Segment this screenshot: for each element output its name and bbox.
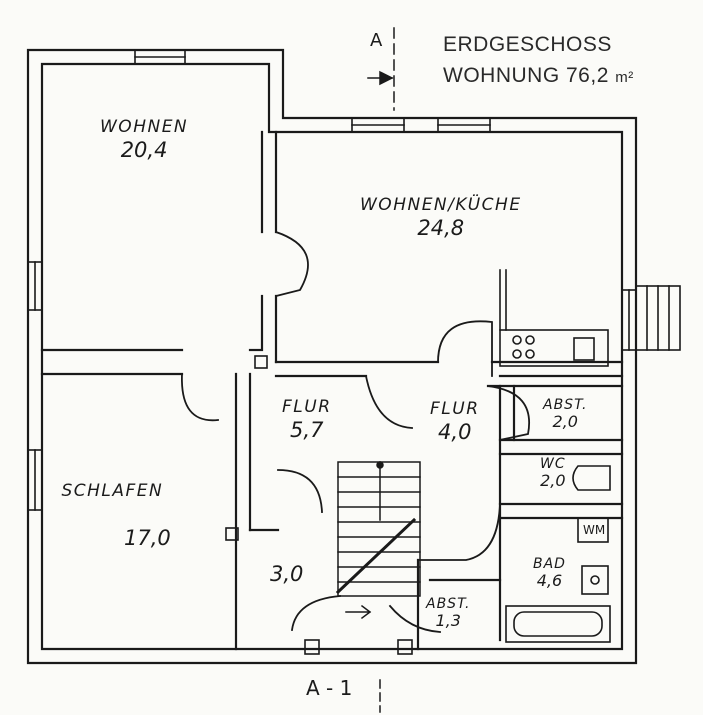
- room-flur-1: FLUR 5,7: [282, 397, 332, 442]
- room-area: 20,4: [120, 137, 168, 162]
- room-wohnen: WOHNEN 20,4: [100, 117, 189, 162]
- outer-walls: [26, 48, 638, 665]
- section-marker-top: A: [370, 30, 383, 51]
- room-area: 2,0: [552, 412, 578, 432]
- interior-walls: [40, 130, 624, 651]
- columns: [225, 355, 413, 655]
- room-area: 24,8: [417, 215, 465, 240]
- floor-title: ERDGESCHOSS: [443, 33, 612, 56]
- staircase: [335, 461, 421, 620]
- washer-label: WM: [583, 523, 606, 537]
- doors: [181, 230, 530, 633]
- room-abstellraum-1: ABST. 2,0: [543, 397, 587, 431]
- room-bad: BAD 4,6: [533, 556, 566, 590]
- room-area: 4,6: [536, 571, 563, 591]
- room-name: ABST.: [543, 397, 588, 413]
- room-wohnen-kueche: WOHNEN/KÜCHE 24,8: [360, 195, 522, 240]
- room-name: SCHLAFEN: [61, 481, 164, 501]
- room-name: FLUR: [430, 399, 480, 419]
- unit-label: WOHNUNG: [443, 64, 560, 87]
- kitchen-counter: [499, 269, 609, 367]
- room-area: 2,0: [540, 471, 566, 491]
- room-abstellraum-2: ABST. 1,3: [426, 596, 470, 630]
- unit-area-line: WOHNUNG 76,2 m²: [443, 64, 634, 88]
- room-small-3-0: 3,0: [270, 562, 303, 586]
- room-area: 5,7: [290, 417, 324, 442]
- room-name: FLUR: [282, 397, 332, 417]
- room-name: WOHNEN/KÜCHE: [360, 195, 522, 215]
- room-name: BAD: [533, 556, 566, 572]
- section-marker-bottom: A - 1: [306, 676, 353, 700]
- room-area: 4,0: [438, 419, 472, 444]
- unit-area: 76,2: [566, 64, 609, 87]
- section-line: [367, 27, 395, 713]
- room-wc: WC 2,0: [540, 456, 566, 490]
- wc-fixture: [572, 465, 611, 491]
- room-name: WOHNEN: [100, 117, 189, 137]
- room-area: 17,0: [124, 525, 171, 550]
- room-name: ABST.: [426, 596, 471, 612]
- room-area: 1,3: [435, 611, 461, 631]
- room-area: 3,0: [270, 562, 304, 586]
- room-flur-2: FLUR 4,0: [430, 399, 480, 444]
- room-schlafen: SCHLAFEN 17,0: [54, 481, 171, 550]
- bath-fixtures: [505, 517, 611, 643]
- windows: [27, 49, 637, 511]
- room-name: WC: [540, 456, 566, 472]
- unit-area-unit: m²: [615, 69, 634, 86]
- exterior-steps: [635, 285, 681, 351]
